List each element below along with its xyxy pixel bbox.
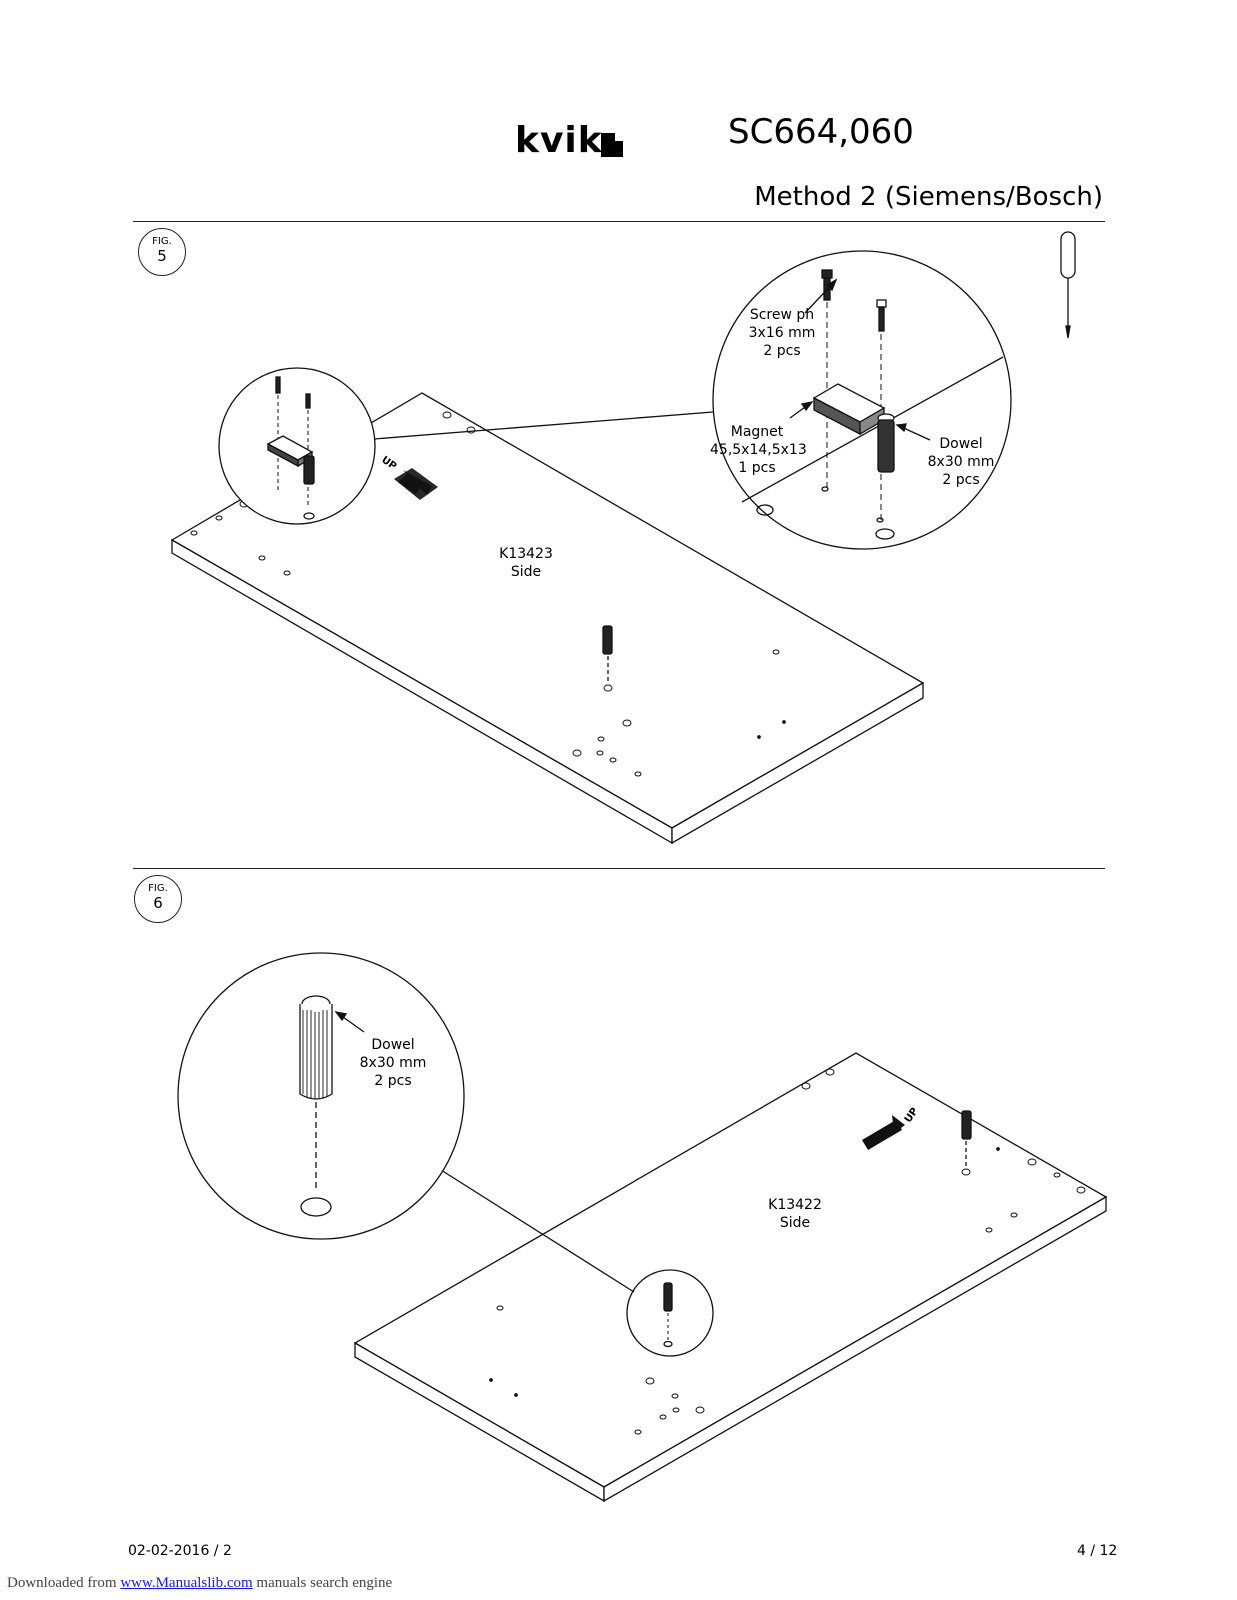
section-divider bbox=[133, 868, 1105, 869]
fig5-magnet-label: Magnet 45,5x14,5x13 1 pcs bbox=[710, 424, 807, 476]
footer-page-number: 4 / 12 bbox=[1077, 1543, 1118, 1559]
brand-logo-mark bbox=[601, 133, 623, 157]
fig5-zoom-small bbox=[218, 367, 714, 525]
fig5-panel-label: K13423 Side bbox=[499, 546, 553, 580]
brand-logo: kvik bbox=[515, 120, 603, 161]
header-divider bbox=[133, 221, 1105, 222]
fig6-badge-number: 6 bbox=[153, 894, 163, 912]
fig5-badge-number: 5 bbox=[157, 247, 167, 265]
method-title: Method 2 (Siemens/Bosch) bbox=[754, 182, 1103, 212]
fig6-badge-label: FIG. bbox=[148, 883, 168, 894]
footer-date: 02-02-2016 / 2 bbox=[128, 1543, 232, 1559]
screwdriver-icon bbox=[1060, 231, 1076, 339]
fig5-screw-label: Screw ph 3x16 mm 2 pcs bbox=[748, 307, 816, 359]
fig6-panel bbox=[353, 1052, 1108, 1503]
fig5-dowel-label: Dowel 8x30 mm 2 pcs bbox=[927, 436, 995, 488]
download-footer: Downloaded from www.Manualslib.com manua… bbox=[7, 1575, 392, 1592]
fig5-zoom-large bbox=[712, 250, 1012, 550]
download-suffix: manuals search engine bbox=[252, 1575, 393, 1591]
fig6-panel-label: K13422 Side bbox=[768, 1197, 822, 1231]
fig6-dowel-label: Dowel 8x30 mm 2 pcs bbox=[359, 1037, 427, 1089]
fig6-badge: FIG. 6 bbox=[134, 875, 182, 923]
fig6-zoom-small bbox=[440, 1169, 714, 1357]
manualslib-link[interactable]: www.Manualslib.com bbox=[120, 1575, 253, 1591]
document-code: SC664,060 bbox=[728, 112, 914, 152]
fig6-zoom-large bbox=[177, 952, 465, 1240]
fig5-badge-label: FIG. bbox=[152, 236, 172, 247]
download-prefix: Downloaded from bbox=[7, 1575, 121, 1591]
fig5-badge: FIG. 5 bbox=[138, 228, 186, 276]
